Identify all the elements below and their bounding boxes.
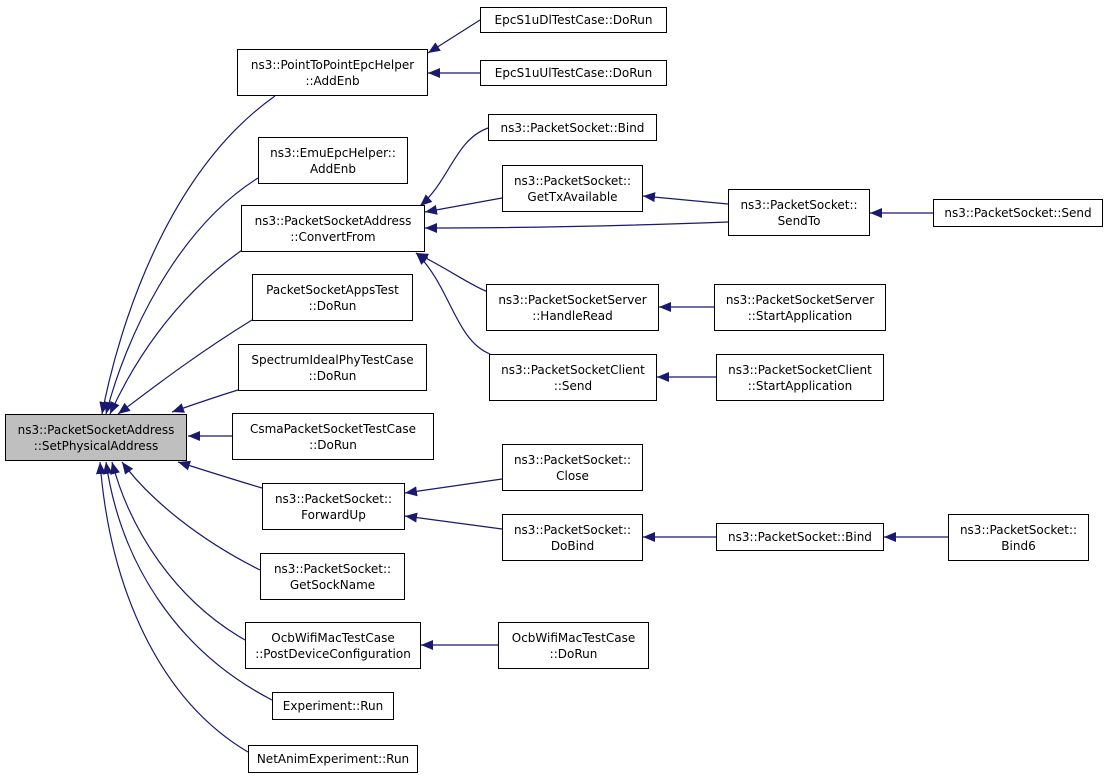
- node-packet-socket-client-send[interactable]: ns3::PacketSocketClient ::Send: [489, 354, 657, 401]
- node-packet-socket-gettxavailable[interactable]: ns3::PacketSocket:: GetTxAvailable: [502, 165, 643, 212]
- node-csma-packet-socket-test-dorun[interactable]: CsmaPacketSocketTestCase ::DoRun: [232, 413, 434, 460]
- node-packet-socket-client-startapplication[interactable]: ns3::PacketSocketClient ::StartApplicati…: [716, 354, 884, 401]
- edge-gettx-to-convertfrom: [424, 197, 503, 215]
- node-ocb-wifi-mac-test-postdeviceconfiguration[interactable]: OcbWifiMacTestCase ::PostDeviceConfigura…: [245, 622, 421, 669]
- node-epc-s1u-dl-dorun[interactable]: EpcS1uDlTestCase::DoRun: [480, 7, 667, 33]
- node-experiment-run[interactable]: Experiment::Run: [272, 692, 394, 720]
- node-packet-socket-sendto[interactable]: ns3::PacketSocket:: SendTo: [728, 189, 870, 236]
- node-epc-s1u-ul-dorun[interactable]: EpcS1uUlTestCase::DoRun: [480, 60, 667, 86]
- edge-dobind-to-forwardup: [404, 512, 503, 530]
- node-packet-socket-dobind[interactable]: ns3::PacketSocket:: DoBind: [502, 514, 643, 561]
- node-packet-socket-server-startapplication[interactable]: ns3::PacketSocketServer ::StartApplicati…: [714, 284, 886, 331]
- edge-sendto-to-convertfrom: [424, 221, 729, 233]
- node-packet-socket-getsockname[interactable]: ns3::PacketSocket:: GetSockName: [260, 553, 405, 600]
- node-set-physical-address: ns3::PacketSocketAddress ::SetPhysicalAd…: [5, 414, 187, 461]
- node-packet-socket-forwardup[interactable]: ns3::PacketSocket:: ForwardUp: [262, 483, 405, 530]
- node-netanim-experiment-run[interactable]: NetAnimExperiment::Run: [248, 745, 418, 773]
- edge-emu-addenb-to-root: [104, 177, 259, 415]
- edge-client-send-to-convertfrom: [415, 252, 491, 355]
- edge-apps-test-to-root: [117, 319, 253, 415]
- node-packet-socket-address-convertfrom[interactable]: ns3::PacketSocketAddress ::ConvertFrom: [241, 205, 425, 252]
- node-emu-epc-helper-addenb[interactable]: ns3::EmuEpcHelper:: AddEnb: [258, 137, 408, 184]
- edge-server-handleread-to-convertfrom: [415, 252, 489, 293]
- edge-ocb-post-to-root: [110, 461, 246, 641]
- node-spectrum-ideal-phy-test-dorun[interactable]: SpectrumIdealPhyTestCase ::DoRun: [238, 344, 427, 391]
- edge-sendto-to-gettx: [642, 192, 729, 205]
- edge-experiment-run-to-root: [102, 461, 273, 701]
- node-packet-socket-bind-bottom[interactable]: ns3::PacketSocket::Bind: [716, 523, 884, 551]
- edge-spectrum-test-to-root: [171, 389, 239, 413]
- edge-ps-bind-top-to-convertfrom: [419, 127, 489, 207]
- edge-forwardup-to-root: [177, 460, 263, 489]
- node-packet-socket-bind-top[interactable]: ns3::PacketSocket::Bind: [488, 114, 657, 141]
- node-packet-socket-send[interactable]: ns3::PacketSocket::Send: [933, 199, 1103, 227]
- node-packet-socket-server-handleread[interactable]: ns3::PacketSocketServer ::HandleRead: [486, 284, 659, 331]
- node-ocb-wifi-mac-test-dorun[interactable]: OcbWifiMacTestCase ::DoRun: [498, 622, 649, 669]
- edge-p2p-addenb-to-root: [99, 95, 276, 415]
- node-packet-socket-close[interactable]: ns3::PacketSocket:: Close: [502, 444, 643, 491]
- edge-convertfrom-to-root: [109, 247, 246, 415]
- edge-netanim-run-to-root: [95, 461, 249, 753]
- edge-getsockname-to-root: [121, 461, 261, 571]
- edge-epc-dl-to-p2p-addenb: [427, 19, 481, 54]
- node-packet-socket-bind6[interactable]: ns3::PacketSocket:: Bind6: [948, 514, 1089, 561]
- edge-close-to-forwardup: [404, 478, 503, 497]
- node-packet-socket-apps-test-dorun[interactable]: PacketSocketAppsTest ::DoRun: [252, 274, 413, 321]
- node-p2p-epc-helper-addenb[interactable]: ns3::PointToPointEpcHelper ::AddEnb: [237, 49, 428, 96]
